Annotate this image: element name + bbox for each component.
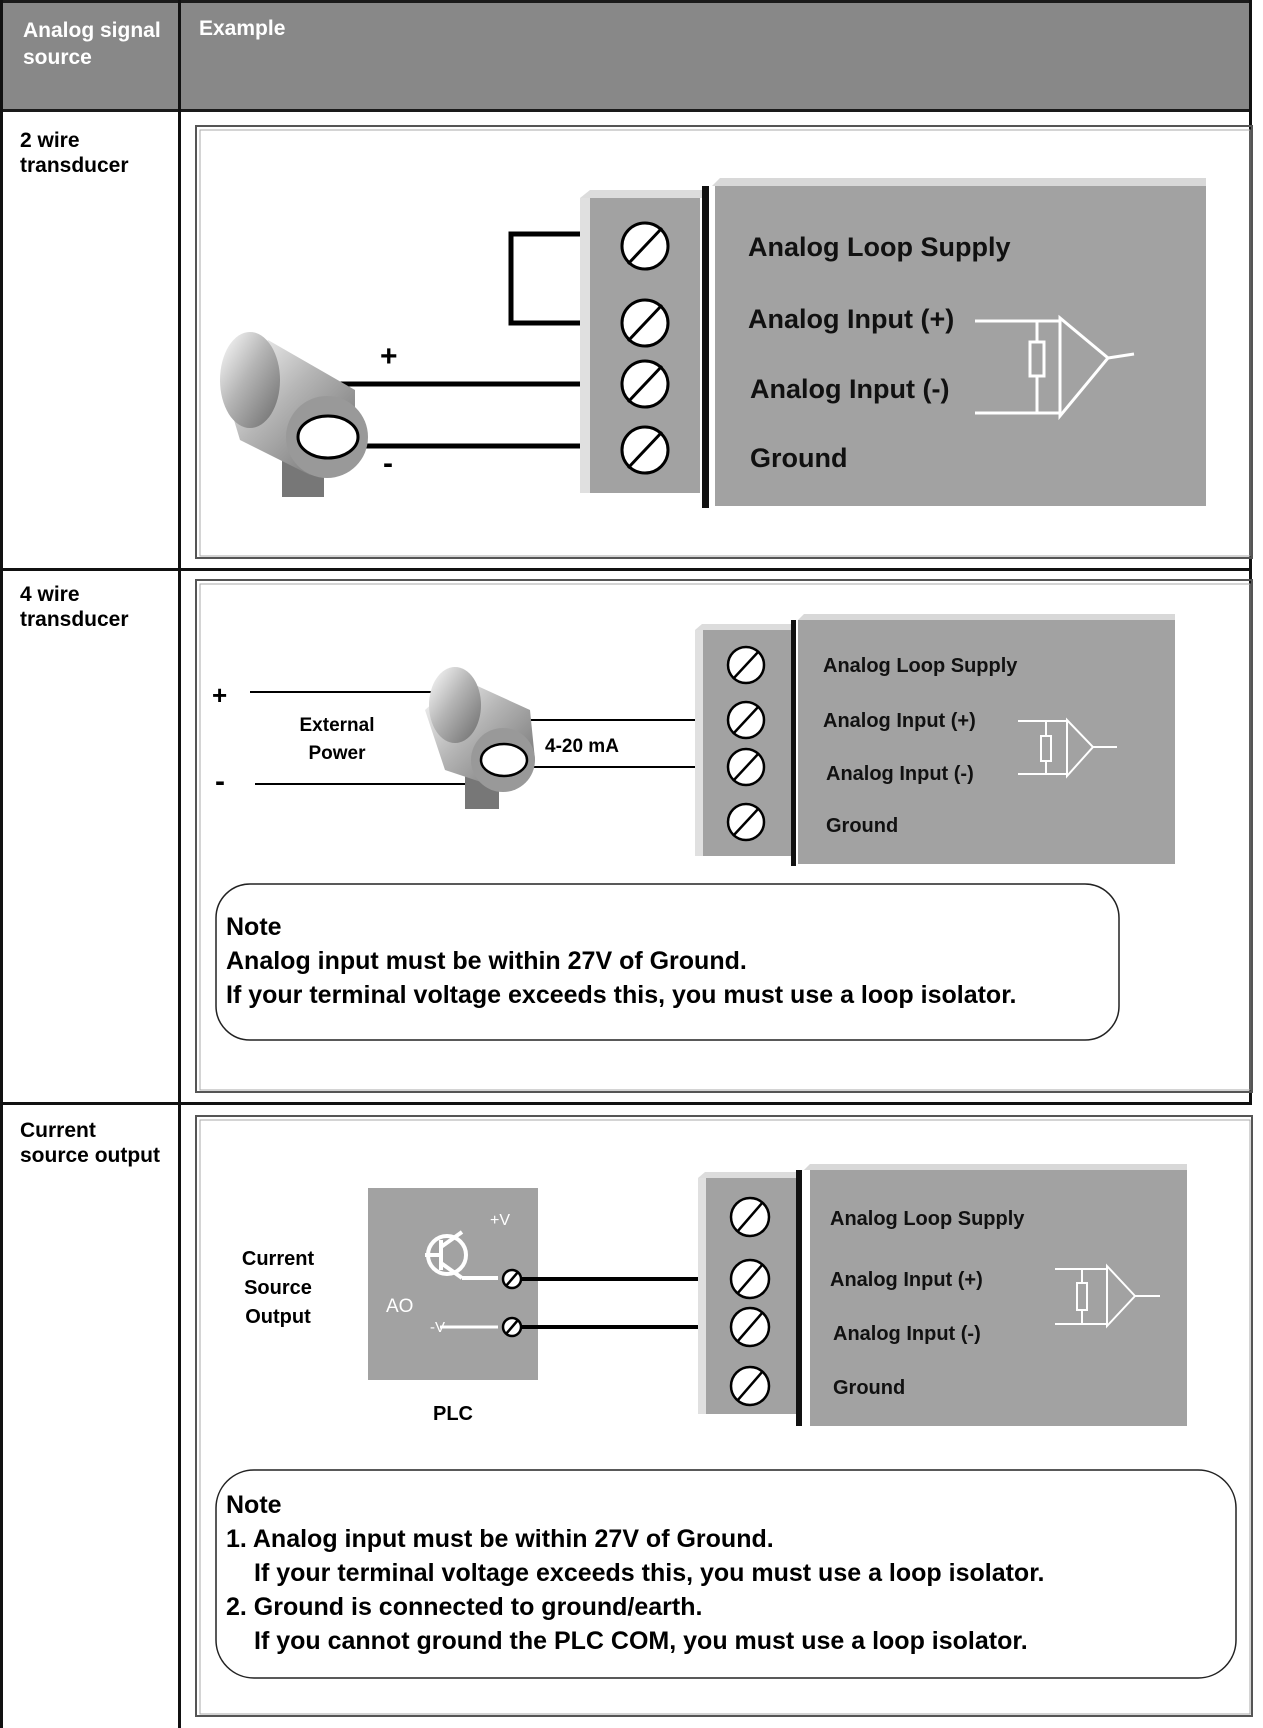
terminal-label: Analog Input (+) [823, 710, 976, 732]
source-label: Current [242, 1248, 315, 1270]
current-label: 4-20 mA [545, 736, 619, 757]
row-label-current-source: Current source output [20, 1119, 160, 1167]
terminal-label: Analog Input (-) [833, 1323, 981, 1345]
screw-icon [620, 221, 670, 475]
note-title: Note [226, 1491, 282, 1519]
external-power-label: External [300, 715, 375, 736]
terminal-label: Analog Input (-) [750, 374, 949, 404]
amplifier-icon [975, 314, 1135, 421]
plc-ao-label: AO [386, 1296, 413, 1317]
minus-label: - [383, 447, 393, 480]
transistor-icon [425, 1230, 498, 1280]
terminal-divider [796, 1170, 802, 1426]
diagram-frame [195, 579, 1253, 1093]
plus-label: + [380, 340, 398, 373]
plus-label: + [212, 680, 227, 710]
note-line: If your terminal voltage exceeds this, y… [254, 1559, 1045, 1587]
terminal-label: Analog Input (-) [826, 763, 974, 785]
note-line: If you cannot ground the PLC COM, you mu… [254, 1627, 1028, 1655]
note-line: 2. Ground is connected to ground/earth. [226, 1593, 702, 1621]
terminal-divider [791, 620, 796, 866]
plc-negative-label: -V [430, 1319, 445, 1336]
note-line: 1. Analog input must be within 27V of Gr… [226, 1525, 774, 1553]
source-label: Source [244, 1277, 312, 1299]
diagram-frame [195, 125, 1253, 559]
terminal-label: Analog Loop Supply [823, 655, 1018, 677]
module-body [810, 1170, 1187, 1426]
diagram-current-source: +V AO -V PLC Current Source Output [195, 1115, 1253, 1717]
row-label-2-wire: 2 wire transducer [20, 129, 129, 177]
plc-label: PLC [433, 1403, 473, 1425]
jumper-wire [508, 231, 580, 326]
note-box [215, 883, 1120, 1041]
column-divider [178, 0, 181, 1728]
table-border-left [0, 0, 3, 1728]
table-header: Analog signal source Example [0, 0, 1252, 112]
terminal-label: Analog Input (+) [830, 1269, 983, 1291]
diagram-frame [195, 1115, 1253, 1717]
source-label: Output [245, 1306, 311, 1328]
row-label-4-wire: 4 wire transducer [20, 583, 129, 631]
minus-label: - [215, 765, 225, 798]
row-divider-1 [0, 568, 1252, 571]
diagram-4-wire: + - External Power 4-20 mA Analog Loop S… [195, 579, 1253, 1093]
amplifier-icon [1055, 1263, 1160, 1329]
terminal-divider [702, 186, 709, 508]
terminal-label: Analog Input (+) [748, 304, 954, 334]
note-line: Analog input must be within 27V of Groun… [226, 947, 747, 975]
module-body [715, 186, 1206, 506]
terminal-label: Analog Loop Supply [830, 1208, 1025, 1230]
amplifier-icon [1018, 717, 1117, 779]
module-body [798, 620, 1175, 864]
external-power-label: Power [308, 743, 366, 764]
header-example: Example [199, 17, 286, 40]
note-line: If your terminal voltage exceeds this, y… [226, 981, 1017, 1009]
terminal-label: Ground [826, 815, 898, 837]
terminal-label: Ground [750, 443, 847, 473]
terminal-label: Analog Loop Supply [748, 232, 1010, 262]
terminal-label: Ground [833, 1377, 905, 1399]
screw-icon [501, 1268, 523, 1338]
header-signal-source: Analog signal source [23, 19, 161, 69]
note-box [215, 1469, 1237, 1679]
transducer-icon [425, 667, 535, 809]
plc-positive-label: +V [490, 1212, 510, 1229]
diagram-2-wire: + - Analog Loop Supply Analog Input (+) … [195, 125, 1253, 559]
screw-icon [726, 645, 766, 842]
transducer-icon [220, 332, 368, 497]
row-divider-2 [0, 1102, 1252, 1105]
note-title: Note [226, 913, 282, 941]
screw-icon [729, 1196, 771, 1407]
